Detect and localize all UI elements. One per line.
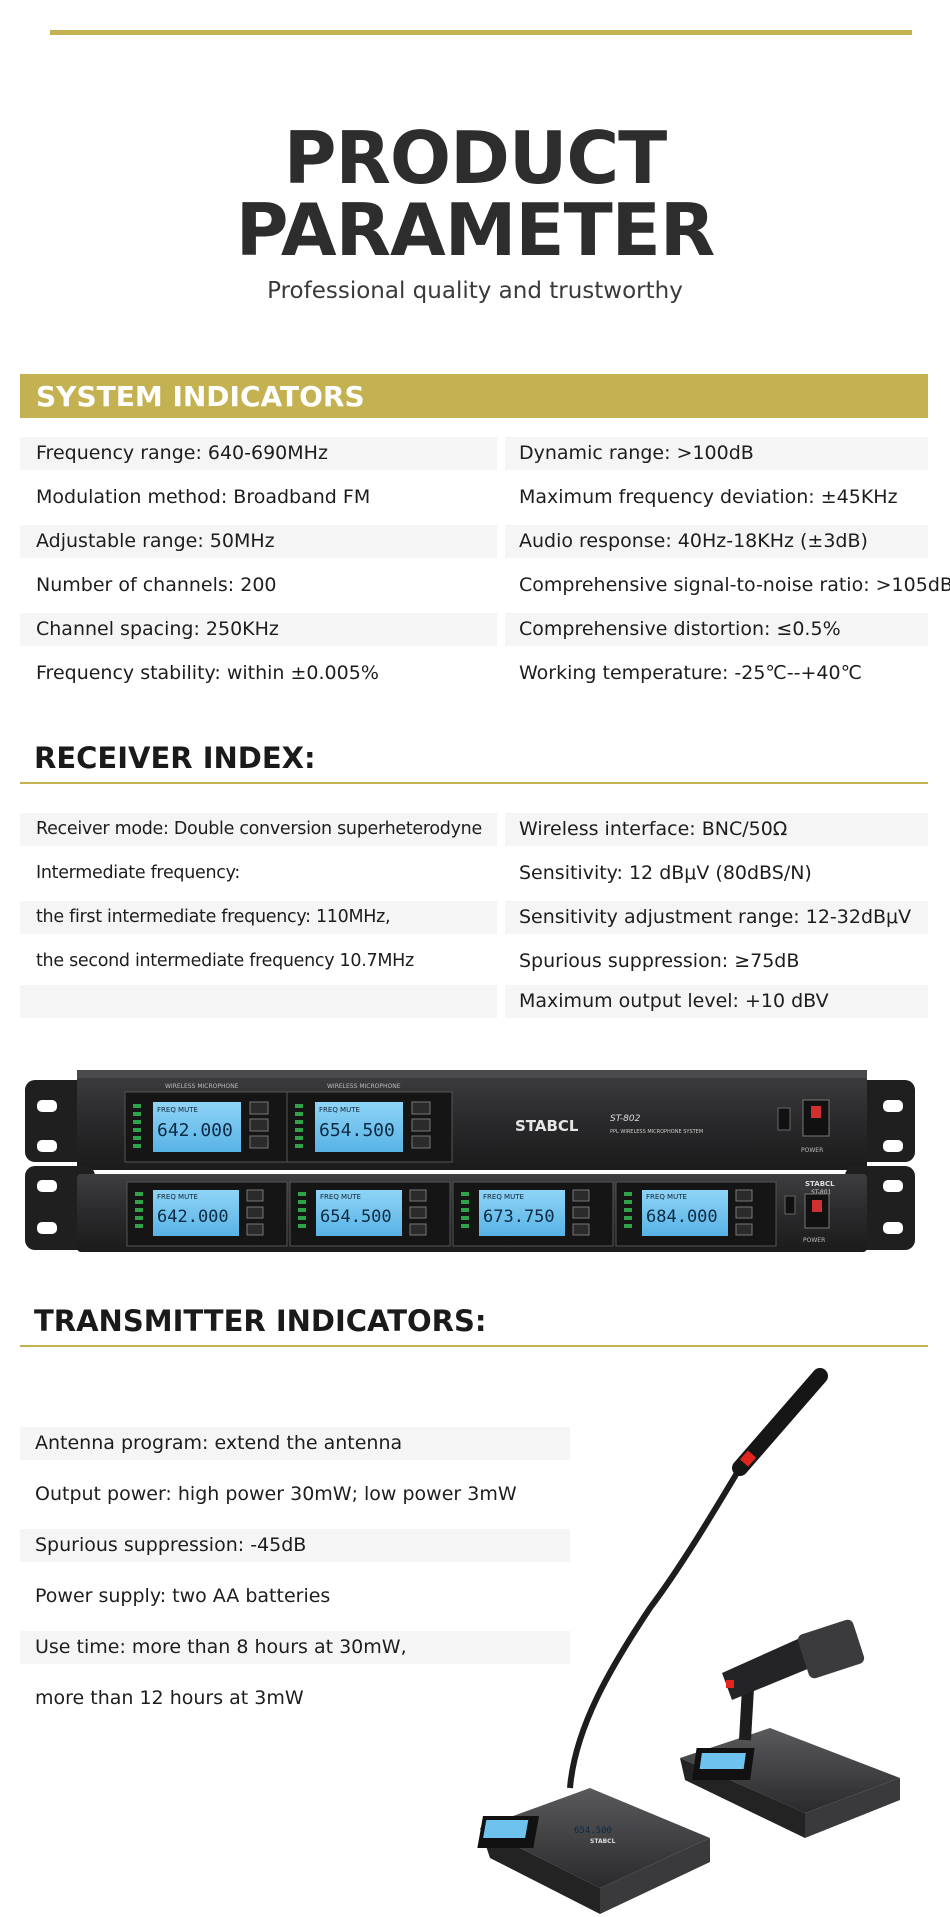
channel-freq-readout: 642.000 xyxy=(157,1207,229,1227)
gooseneck-mic-tall: 654.500 STABCL xyxy=(477,1368,828,1914)
system-spec-row: Maximum frequency deviation: ±45KHz xyxy=(519,486,898,508)
transmitter-indicators-rule xyxy=(20,1345,928,1347)
system-spec-row: Audio response: 40Hz-18KHz (±3dB) xyxy=(505,525,928,558)
channel-freq-readout: 654.500 xyxy=(320,1207,392,1227)
receiver-spec-row: Receiver mode: Double conversion superhe… xyxy=(20,813,497,846)
receiver-spec-row: Intermediate frequency: xyxy=(36,863,240,883)
gooseneck-microphones-image: 654.500 STABCL xyxy=(477,1368,900,1914)
transmitter-spec-row: Use time: more than 8 hours at 30mW, xyxy=(20,1631,570,1664)
receiver-spec-row: Sensitivity: 12 dBμV (80dBS/N) xyxy=(519,862,812,884)
svg-text:FREQ MUTE: FREQ MUTE xyxy=(319,1106,360,1114)
system-spec-row: Comprehensive distortion: ≤0.5% xyxy=(505,613,928,646)
svg-text:FREQ MUTE: FREQ MUTE xyxy=(646,1193,687,1201)
system-spec-row: Frequency range: 640-690MHz xyxy=(20,437,497,470)
svg-text:WIRELESS MICROPHONE: WIRELESS MICROPHONE xyxy=(165,1083,239,1090)
system-spec-row: Working temperature: -25℃--+40℃ xyxy=(519,662,862,684)
system-spec-row: Dynamic range: >100dB xyxy=(505,437,928,470)
system-spec-row: Number of channels: 200 xyxy=(36,574,277,596)
svg-text:POWER: POWER xyxy=(801,1147,823,1154)
svg-text:STABCL: STABCL xyxy=(590,1838,616,1845)
channel-freq-readout: 642.000 xyxy=(157,1120,233,1141)
system-spec-row: Modulation method: Broadband FM xyxy=(36,486,371,508)
transmitter-spec-row: Spurious suppression: -45dB xyxy=(20,1529,570,1562)
svg-text:FREQ MUTE: FREQ MUTE xyxy=(157,1193,198,1201)
svg-text:FREQ MUTE: FREQ MUTE xyxy=(157,1106,198,1114)
quad-channel-receiver: FREQ MUTE FREQ MUTE FREQ MUTE FREQ MUTE 642… xyxy=(25,1166,915,1252)
svg-text:FREQ MUTE: FREQ MUTE xyxy=(320,1193,361,1201)
svg-text:STABCL: STABCL xyxy=(805,1180,835,1188)
receiver-index-heading: RECEIVER INDEX: xyxy=(34,741,316,775)
gooseneck-mic-short xyxy=(680,1619,900,1838)
svg-text:WIRELESS MICROPHONE: WIRELESS MICROPHONE xyxy=(327,1083,401,1090)
receiver-spec-row xyxy=(20,985,497,1018)
system-spec-row: Comprehensive signal-to-noise ratio: >10… xyxy=(519,574,950,596)
page-subtitle: Professional quality and trustworthy xyxy=(267,278,683,304)
receiver-spec-row: the second intermediate frequency 10.7MH… xyxy=(36,951,414,971)
transmitter-spec-row: more than 12 hours at 3mW xyxy=(35,1687,304,1709)
top-accent-rule xyxy=(50,30,912,35)
channel-freq-readout: 684.000 xyxy=(646,1207,718,1227)
system-spec-row: Frequency stability: within ±0.005% xyxy=(36,662,379,684)
svg-text:ST-801: ST-801 xyxy=(811,1189,831,1196)
svg-text:PPL WIRELESS MICROPHONE SYSTEM: PPL WIRELESS MICROPHONE SYSTEM xyxy=(610,1129,703,1135)
system-indicators-heading: SYSTEM INDICATORS xyxy=(36,380,365,413)
system-spec-row: Adjustable range: 50MHz xyxy=(20,525,497,558)
transmitter-spec-row: Output power: high power 30mW; low power… xyxy=(35,1483,517,1505)
transmitter-indicators-heading: TRANSMITTER INDICATORS: xyxy=(34,1304,487,1338)
transmitter-spec-row: Power supply: two AA batteries xyxy=(35,1585,331,1607)
receiver-units-image: FREQ MUTE FREQ MUTE 642.000 654.500 WIRE… xyxy=(25,1070,915,1252)
receiver-spec-row: Wireless interface: BNC/50Ω xyxy=(505,813,928,846)
system-indicators-band: SYSTEM INDICATORS xyxy=(20,374,928,418)
page-title-line2: PARAMETER xyxy=(235,188,716,272)
channel-freq-readout: 654.500 xyxy=(319,1120,395,1141)
channel-freq-readout: 673.750 xyxy=(483,1207,555,1227)
brand-logo: STABCL xyxy=(515,1117,579,1135)
system-spec-row: Channel spacing: 250KHz xyxy=(20,613,497,646)
dual-channel-receiver: FREQ MUTE FREQ MUTE 642.000 654.500 WIRE… xyxy=(25,1070,915,1170)
receiver-spec-row: the first intermediate frequency: 110MHz… xyxy=(20,901,497,934)
svg-text:ST-802: ST-802 xyxy=(610,1114,641,1124)
transmitter-spec-row: Antenna program: extend the antenna xyxy=(20,1427,570,1460)
receiver-spec-row: Sensitivity adjustment range: 12-32dBμV xyxy=(505,901,928,934)
receiver-spec-row: Maximum output level: +10 dBV xyxy=(505,985,928,1018)
mic-screen-readout: 654.500 xyxy=(574,1826,612,1836)
svg-text:FREQ MUTE: FREQ MUTE xyxy=(483,1193,524,1201)
page-title-line1: PRODUCT xyxy=(283,116,668,200)
receiver-index-rule xyxy=(20,782,928,784)
svg-text:POWER: POWER xyxy=(803,1237,825,1244)
receiver-spec-row: Spurious suppression: ≥75dB xyxy=(519,950,800,972)
